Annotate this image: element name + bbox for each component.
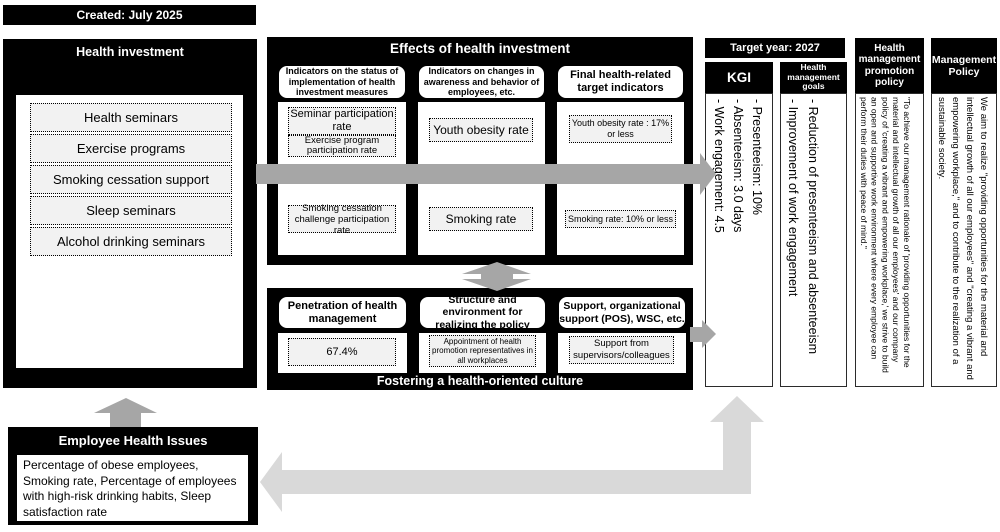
goal-line: - Reduction of presenteeism and absentee… — [806, 99, 820, 355]
indicator-item: Smoking cessation challenge participatio… — [288, 203, 396, 236]
kgi-line: - Absenteeism: 3.0 days — [731, 99, 745, 233]
effects-column-header: Indicators on the status of implementati… — [278, 65, 406, 99]
kgi-header-label: KGI — [726, 70, 751, 85]
goals-body: - Reduction of presenteeism and absentee… — [780, 93, 847, 387]
effects-title: Effects of health investment — [389, 41, 571, 56]
list-item: Sleep seminars — [30, 196, 232, 225]
arrow-feedback-to-issues — [260, 396, 764, 512]
indicator-item: Smoking rate: 10% or less — [565, 210, 676, 228]
management-policy-header: Management Policy — [931, 38, 997, 93]
promotion-policy-header-label: Health management promotion policy — [858, 42, 921, 89]
foundation-item: Appointment of health promotion represen… — [429, 335, 536, 367]
target-year-label: Target year: 2027 — [730, 42, 820, 54]
employee-health-issues-text: Percentage of obese employees, Smoking r… — [23, 458, 237, 519]
management-policy-header-label: Management Policy — [931, 53, 997, 78]
goal-line: - Improvement of work engagement — [786, 99, 800, 297]
arrow-issues-to-investment — [94, 398, 157, 427]
kgi-header: KGI — [705, 62, 773, 93]
effects-column-header: Final health-related target indicators — [557, 65, 684, 99]
management-policy-body: We aim to realize "providing opportuniti… — [931, 93, 997, 387]
effects-column-header: Indicators on changes in awareness and b… — [418, 65, 545, 99]
goals-header-label: Health management goals — [787, 62, 840, 92]
foundation-column-header: Penetration of health management — [278, 296, 407, 329]
kgi-body: - Presenteeism: 10% - Absenteeism: 3.0 d… — [705, 93, 773, 387]
foundation-footer: Fostering a health-oriented culture — [376, 374, 584, 388]
target-year-banner: Target year: 2027 — [705, 38, 845, 58]
kgi-line: - Presenteeism: 10% — [750, 99, 764, 216]
foundation-column-header: Structure and environment for realizing … — [419, 294, 546, 331]
foundation-item: Support from supervisors/colleagues — [569, 336, 674, 364]
indicator-item: Exercise program participation rate — [288, 135, 396, 157]
list-item: Health seminars — [30, 103, 232, 132]
indicator-item: Seminar participation rate — [288, 107, 396, 135]
promotion-policy-header: Health management promotion policy — [855, 38, 924, 93]
management-policy-text: We aim to realize "providing opportuniti… — [936, 97, 989, 380]
indicator-item: Youth obesity rate — [429, 118, 533, 142]
employee-health-issues-panel: Percentage of obese employees, Smoking r… — [17, 455, 248, 521]
health-investment-title: Health investment — [76, 45, 184, 59]
created-banner: Created: July 2025 — [3, 5, 256, 25]
foundation-item: 67.4% — [288, 338, 396, 366]
indicator-item: Youth obesity rate : 17% or less — [569, 115, 672, 143]
employee-health-issues-title: Employee Health Issues — [58, 433, 208, 448]
double-arrow-effects-foundation — [462, 262, 531, 291]
promotion-policy-text: "To achieve our management rationale of … — [858, 97, 912, 373]
goals-header: Health management goals — [780, 62, 847, 93]
created-label: Created: July 2025 — [76, 8, 183, 22]
list-item: Exercise programs — [30, 134, 232, 163]
list-item: Smoking cessation support — [30, 165, 232, 194]
list-item: Alcohol drinking seminars — [30, 227, 232, 256]
kgi-line: - Work engagement: 4.5 — [712, 99, 726, 233]
foundation-column-header: Support, organizational support (POS), W… — [558, 296, 686, 329]
promotion-policy-body: "To achieve our management rationale of … — [855, 93, 924, 387]
indicator-item: Smoking rate — [429, 207, 533, 231]
